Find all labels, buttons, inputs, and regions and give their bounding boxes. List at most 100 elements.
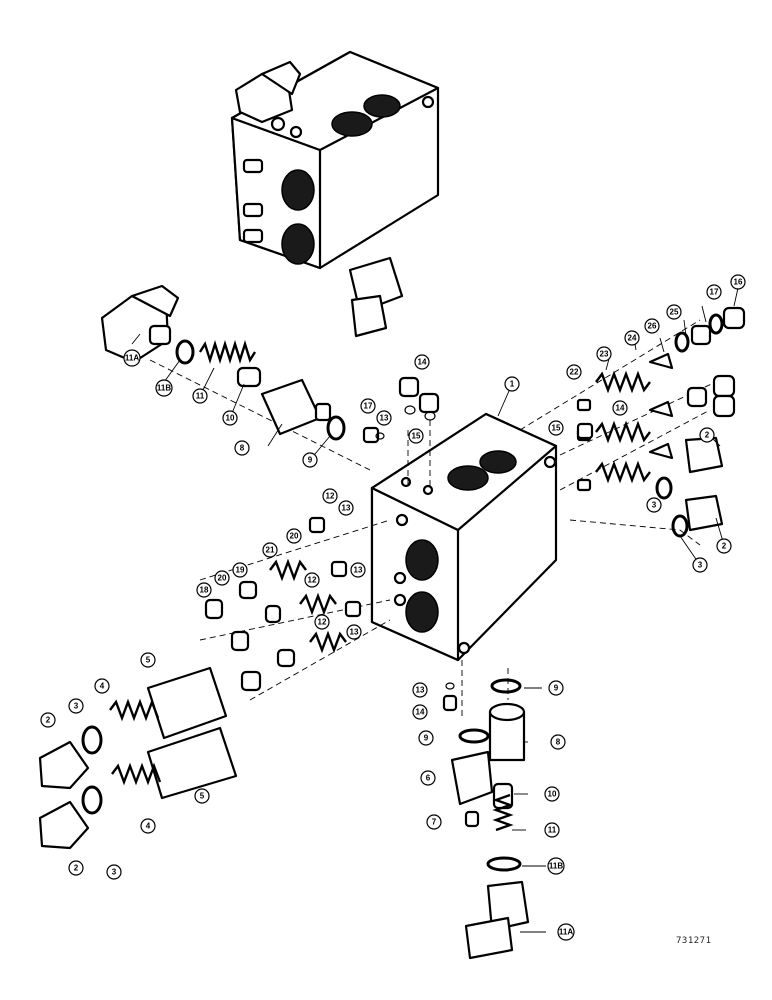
callout-label: 17 bbox=[364, 402, 373, 411]
callout-13: 13 bbox=[376, 410, 392, 426]
callout-label: 3 bbox=[698, 561, 703, 570]
callout-17: 17 bbox=[706, 284, 722, 300]
callout-11A: 11A bbox=[557, 923, 575, 941]
callout-label: 12 bbox=[318, 618, 327, 627]
callout-label: 8 bbox=[240, 444, 245, 453]
callout-label: 7 bbox=[432, 818, 437, 827]
callout-label: 3 bbox=[112, 868, 117, 877]
callout-label: 5 bbox=[200, 792, 205, 801]
callout-label: 2 bbox=[705, 431, 710, 440]
callout-6: 6 bbox=[420, 770, 436, 786]
callout-label: 26 bbox=[648, 322, 657, 331]
callout-label: 22 bbox=[570, 368, 579, 377]
callout-label: 11A bbox=[125, 354, 139, 363]
callouts: 1 2 2 2 2 3 3 3 3 3 4 4 5 5 6 7 8 8 9 9 … bbox=[40, 274, 746, 941]
callout-21: 21 bbox=[262, 542, 278, 558]
callout-9: 9 bbox=[418, 730, 434, 746]
callout-18: 18 bbox=[196, 582, 212, 598]
callout-2: 2 bbox=[40, 712, 56, 728]
callout-9: 9 bbox=[302, 452, 318, 468]
callout-14: 14 bbox=[612, 400, 628, 416]
callout-label: 18 bbox=[200, 586, 209, 595]
callout-label: 14 bbox=[416, 708, 425, 717]
callout-label: 17 bbox=[710, 288, 719, 297]
callout-3: 3 bbox=[106, 864, 122, 880]
callout-label: 13 bbox=[416, 686, 425, 695]
callout-14: 14 bbox=[412, 704, 428, 720]
callout-label: 12 bbox=[326, 492, 335, 501]
callout-label: 25 bbox=[670, 308, 679, 317]
relief-valve-bottom bbox=[442, 678, 530, 960]
callout-label: 6 bbox=[426, 774, 431, 783]
callout-label: 23 bbox=[600, 350, 609, 359]
callout-3: 3 bbox=[68, 698, 84, 714]
callout-label: 3 bbox=[652, 501, 657, 510]
callout-label: 9 bbox=[308, 456, 313, 465]
callout-17: 17 bbox=[360, 398, 376, 414]
callout-3: 3 bbox=[692, 557, 708, 573]
callout-11: 11 bbox=[192, 388, 208, 404]
callout-label: 13 bbox=[354, 566, 363, 575]
valve-body bbox=[370, 412, 558, 662]
callout-label: 2 bbox=[46, 716, 51, 725]
callout-label: 24 bbox=[628, 334, 637, 343]
callout-label: 11B bbox=[549, 862, 563, 871]
callout-label: 11A bbox=[559, 928, 573, 937]
callout-label: 14 bbox=[616, 404, 625, 413]
callout-11: 11 bbox=[544, 822, 560, 838]
callout-label: 15 bbox=[552, 424, 561, 433]
callout-4: 4 bbox=[140, 818, 156, 834]
callout-26: 26 bbox=[644, 318, 660, 334]
callout-label: 13 bbox=[342, 504, 351, 513]
callout-label: 2 bbox=[722, 542, 727, 551]
callout-15: 15 bbox=[548, 420, 564, 436]
callout-label: 11 bbox=[196, 392, 205, 401]
callout-label: 12 bbox=[308, 576, 317, 585]
callout-12: 12 bbox=[304, 572, 320, 588]
callout-label: 20 bbox=[290, 532, 299, 541]
callout-label: 4 bbox=[146, 822, 151, 831]
assembled-valve-view bbox=[230, 50, 440, 338]
callout-20: 20 bbox=[286, 528, 302, 544]
callout-8: 8 bbox=[550, 734, 566, 750]
callout-11B: 11B bbox=[547, 857, 565, 875]
callout-4: 4 bbox=[94, 678, 110, 694]
callout-label: 4 bbox=[100, 682, 105, 691]
callout-2: 2 bbox=[716, 538, 732, 554]
callout-10: 10 bbox=[222, 410, 238, 426]
callout-20: 20 bbox=[214, 570, 230, 586]
callout-12: 12 bbox=[322, 488, 338, 504]
callout-13: 13 bbox=[350, 562, 366, 578]
callout-11B: 11B bbox=[155, 379, 173, 397]
callout-11A: 11A bbox=[123, 349, 141, 367]
callout-1: 1 bbox=[504, 376, 520, 392]
callout-16: 16 bbox=[730, 274, 746, 290]
assembly-center-lines bbox=[149, 319, 721, 720]
callout-label: 13 bbox=[350, 628, 359, 637]
callout-label: 2 bbox=[74, 864, 79, 873]
callout-8: 8 bbox=[234, 440, 250, 456]
callout-13: 13 bbox=[346, 624, 362, 640]
callout-19: 19 bbox=[232, 562, 248, 578]
callout-label: 1 bbox=[510, 380, 515, 389]
callout-14: 14 bbox=[414, 354, 430, 370]
callout-10: 10 bbox=[544, 786, 560, 802]
callout-13: 13 bbox=[338, 500, 354, 516]
callout-label: 10 bbox=[226, 414, 235, 423]
callout-label: 15 bbox=[412, 432, 421, 441]
spool-assemblies bbox=[38, 666, 238, 850]
callout-label: 9 bbox=[424, 734, 429, 743]
callout-label: 16 bbox=[734, 278, 743, 287]
callout-label: 10 bbox=[548, 790, 557, 799]
callout-label: 20 bbox=[218, 574, 227, 583]
callout-label: 19 bbox=[236, 566, 245, 575]
callout-label: 5 bbox=[146, 656, 151, 665]
callout-label: 21 bbox=[266, 546, 275, 555]
callout-label: 11 bbox=[548, 826, 557, 835]
callout-12: 12 bbox=[314, 614, 330, 630]
callout-15: 15 bbox=[408, 428, 424, 444]
callout-label: 13 bbox=[380, 414, 389, 423]
callout-3: 3 bbox=[646, 497, 662, 513]
relief-valve-right-stack bbox=[576, 306, 746, 538]
